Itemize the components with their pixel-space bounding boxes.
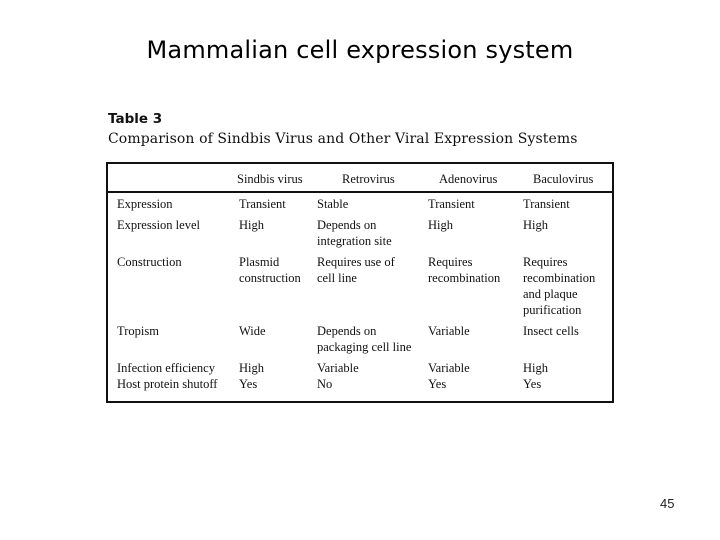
row-label-expression: Expression	[117, 197, 173, 211]
column-header-sindbis: Sindbis virus	[237, 172, 303, 186]
cell-tropism-retrovirus: Depends on packaging cell line	[317, 324, 412, 354]
row-label-expression-level: Expression level	[117, 218, 200, 232]
row-label-construction: Construction	[117, 255, 182, 269]
cell-expression-retrovirus: Stable	[317, 197, 349, 211]
cell-infection-efficiency-retrovirus: Variable	[317, 361, 359, 375]
cell-tropism-sindbis: Wide	[239, 324, 266, 338]
cell-expression-sindbis: Transient	[239, 197, 286, 211]
row-label-infection-efficiency: Infection efficiency	[117, 361, 215, 375]
cell-expression-level-sindbis: High	[239, 218, 264, 232]
cell-construction-adenovirus: Requires recombination	[428, 255, 501, 285]
page-number: 45	[660, 496, 675, 511]
row-label-host-protein-shutoff: Host protein shutoff	[117, 377, 218, 391]
cell-tropism-baculovirus: Insect cells	[523, 324, 579, 338]
cell-infection-efficiency-baculovirus: High	[523, 361, 548, 375]
cell-construction-sindbis: Plasmid construction	[239, 255, 301, 285]
cell-construction-baculovirus: Requires recombination and plaque purifi…	[523, 255, 596, 317]
comparison-table: Sindbis virus Retrovirus Adenovirus Bacu…	[106, 162, 614, 403]
cell-host-protein-shutoff-sindbis: Yes	[239, 377, 258, 391]
column-header-baculovirus: Baculovirus	[533, 172, 594, 186]
cell-expression-adenovirus: Transient	[428, 197, 475, 211]
cell-construction-retrovirus: Requires use of cell line	[317, 255, 395, 285]
cell-tropism-adenovirus: Variable	[428, 324, 470, 338]
cell-infection-efficiency-adenovirus: Variable	[428, 361, 470, 375]
table-title: Comparison of Sindbis Virus and Other Vi…	[108, 131, 578, 147]
cell-expression-level-baculovirus: High	[523, 218, 548, 232]
cell-expression-level-adenovirus: High	[428, 218, 453, 232]
cell-expression-level-retrovirus: Depends on integration site	[317, 218, 392, 248]
cell-infection-efficiency-sindbis: High	[239, 361, 264, 375]
cell-host-protein-shutoff-baculovirus: Yes	[523, 377, 542, 391]
table-label: Table 3	[108, 111, 163, 127]
row-label-tropism: Tropism	[117, 324, 159, 338]
column-header-adenovirus: Adenovirus	[439, 172, 498, 186]
slide-title: Mammalian cell expression system	[146, 36, 574, 64]
column-header-retrovirus: Retrovirus	[342, 172, 395, 186]
header-divider	[108, 191, 612, 193]
cell-expression-baculovirus: Transient	[523, 197, 570, 211]
cell-host-protein-shutoff-adenovirus: Yes	[428, 377, 447, 391]
cell-host-protein-shutoff-retrovirus: No	[317, 377, 333, 391]
